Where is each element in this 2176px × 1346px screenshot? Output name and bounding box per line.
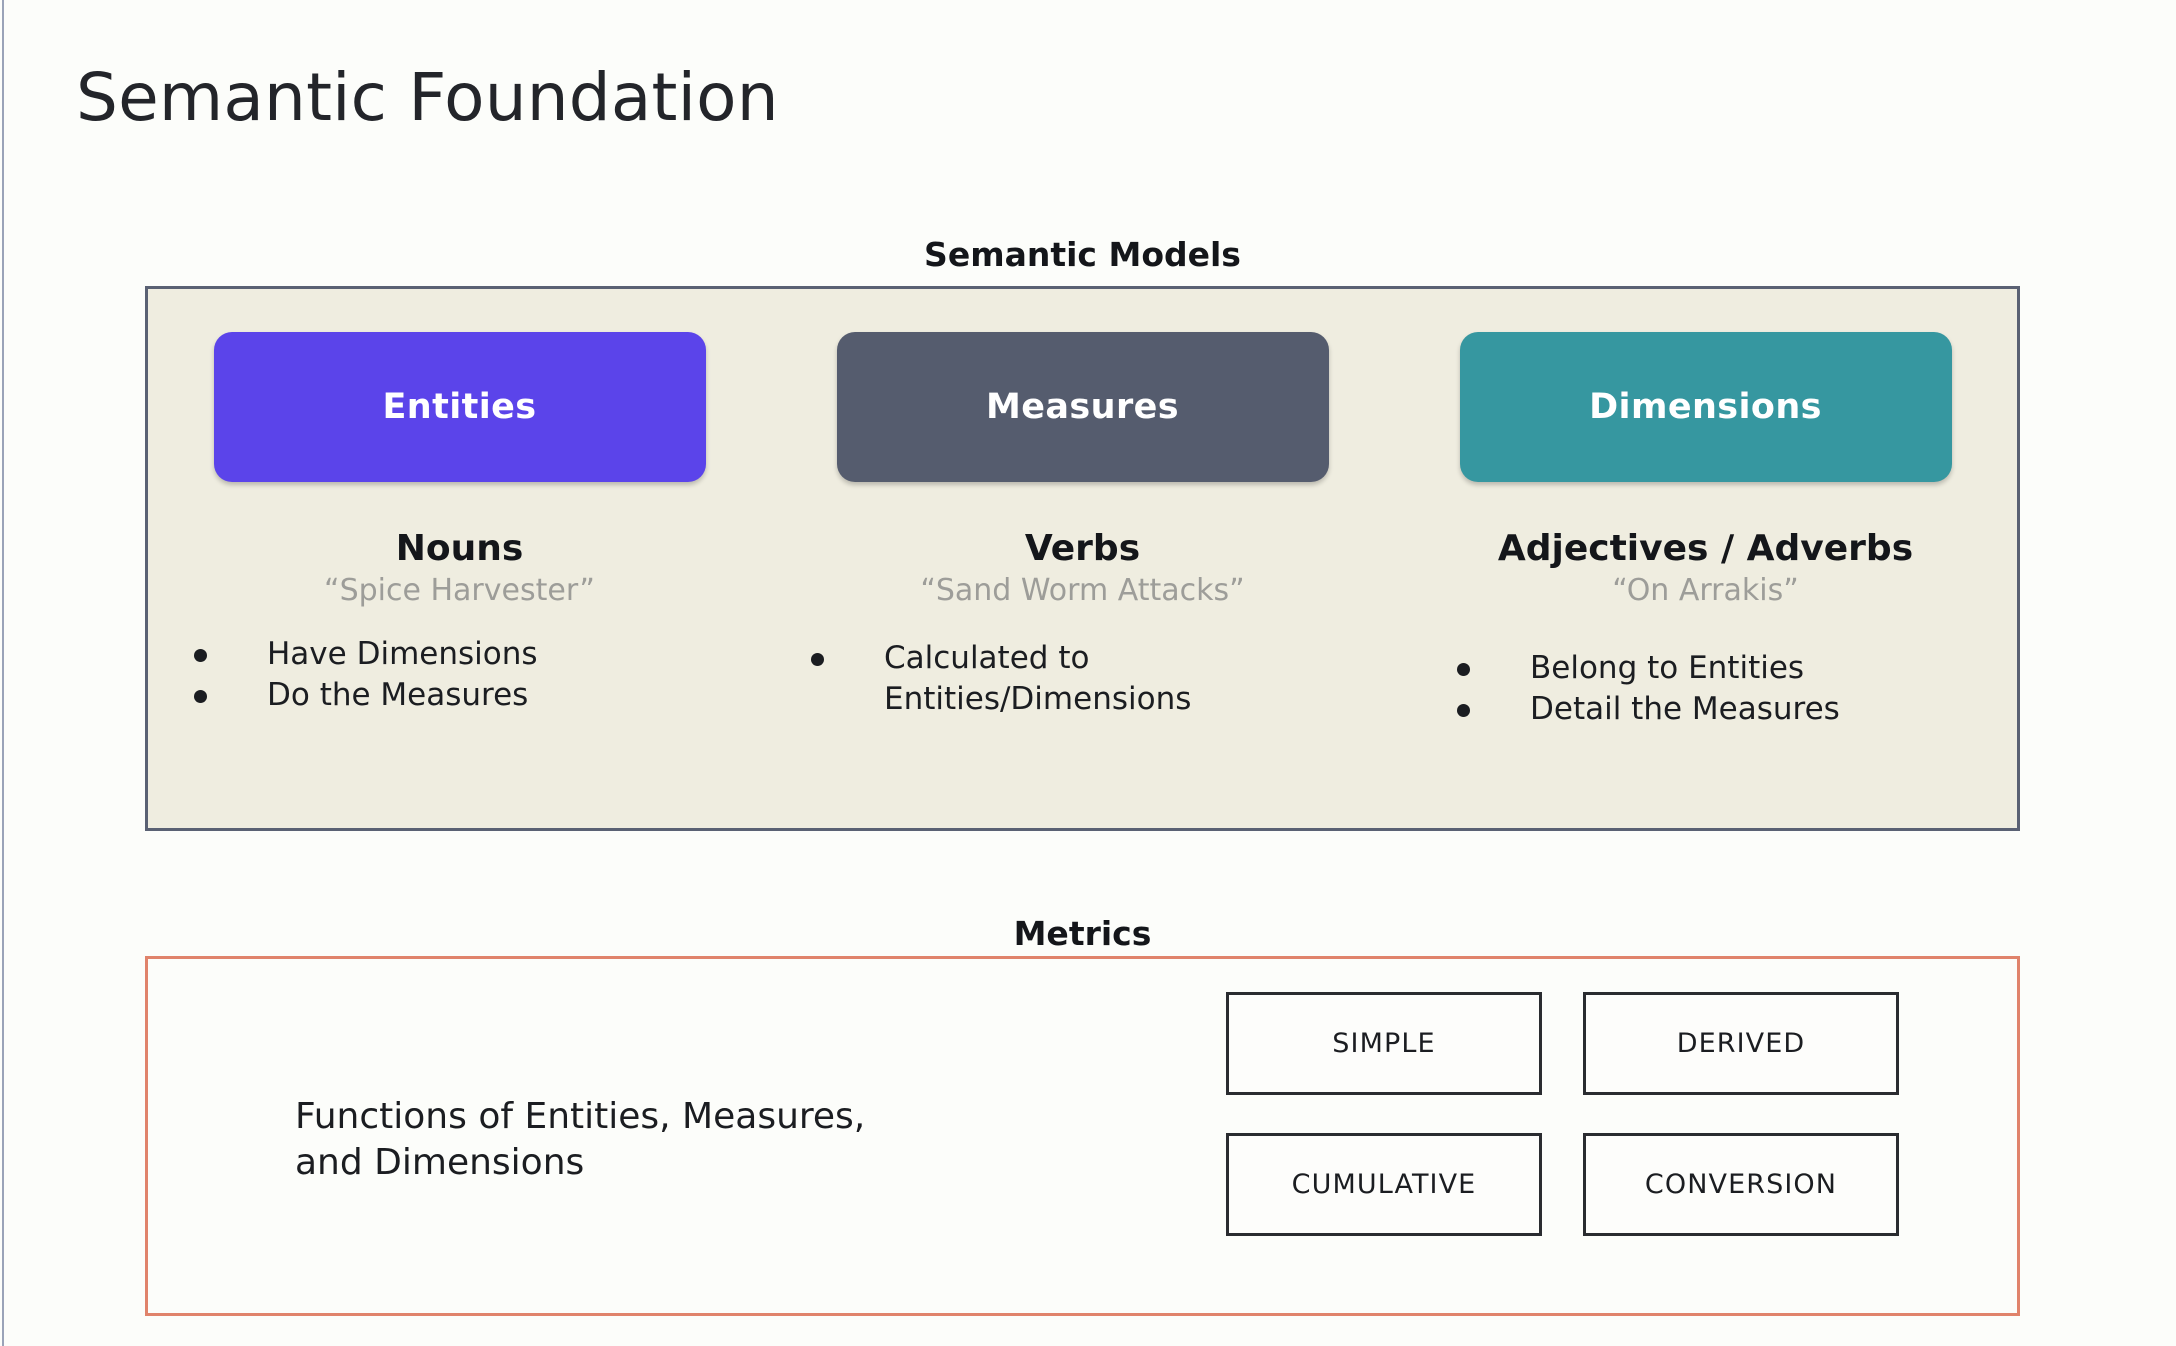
model-column-dimensions: Dimensions Adjectives / Adverbs “On Arra… [1394,289,2017,828]
entities-part-of-speech: Nouns [395,528,524,569]
semantic-models-panel: Entities Nouns “Spice Harvester” Have Di… [145,286,2020,831]
metric-card-cumulative[interactable]: CUMULATIVE [1226,1133,1542,1236]
metric-card-simple[interactable]: SIMPLE [1226,992,1542,1095]
dimensions-chip[interactable]: Dimensions [1459,332,1952,482]
dimensions-part-of-speech: Adjectives / Adverbs [1497,528,1914,569]
entities-example: “Spice Harvester” [324,572,595,608]
metrics-card-grid: SIMPLE DERIVED CUMULATIVE CONVERSION [1226,992,1899,1236]
semantic-models-caption: Semantic Models [924,235,1241,274]
left-edge-rule [2,0,4,1346]
measures-chip[interactable]: Measures [836,332,1329,482]
semantic-models-columns: Entities Nouns “Spice Harvester” Have Di… [148,289,2017,828]
list-item: Have Dimensions [194,634,538,674]
entities-bullet-list: Have Dimensions Do the Measures [194,634,538,715]
metric-card-conversion[interactable]: CONVERSION [1583,1133,1899,1236]
measures-part-of-speech: Verbs [1024,528,1141,569]
metrics-panel: Functions of Entities, Measures, and Dim… [145,956,2020,1316]
page-title: Semantic Foundation [76,59,779,136]
list-item: Belong to Entities [1457,648,1840,688]
entities-chip[interactable]: Entities [213,332,706,482]
list-item: Do the Measures [194,675,538,715]
measures-bullet-list: Calculated to Entities/Dimensions [811,638,1191,719]
metrics-description: Functions of Entities, Measures, and Dim… [295,1096,866,1184]
dimensions-example: “On Arrakis” [1612,572,1799,608]
dimensions-bullet-list: Belong to Entities Detail the Measures [1457,648,1840,729]
list-item: Calculated to Entities/Dimensions [811,638,1191,719]
metrics-caption: Metrics [1013,914,1152,953]
list-item: Detail the Measures [1457,689,1840,729]
model-column-entities: Entities Nouns “Spice Harvester” Have Di… [148,289,771,828]
metric-card-derived[interactable]: DERIVED [1583,992,1899,1095]
model-column-measures: Measures Verbs “Sand Worm Attacks” Calcu… [771,289,1394,828]
measures-example: “Sand Worm Attacks” [920,572,1245,608]
